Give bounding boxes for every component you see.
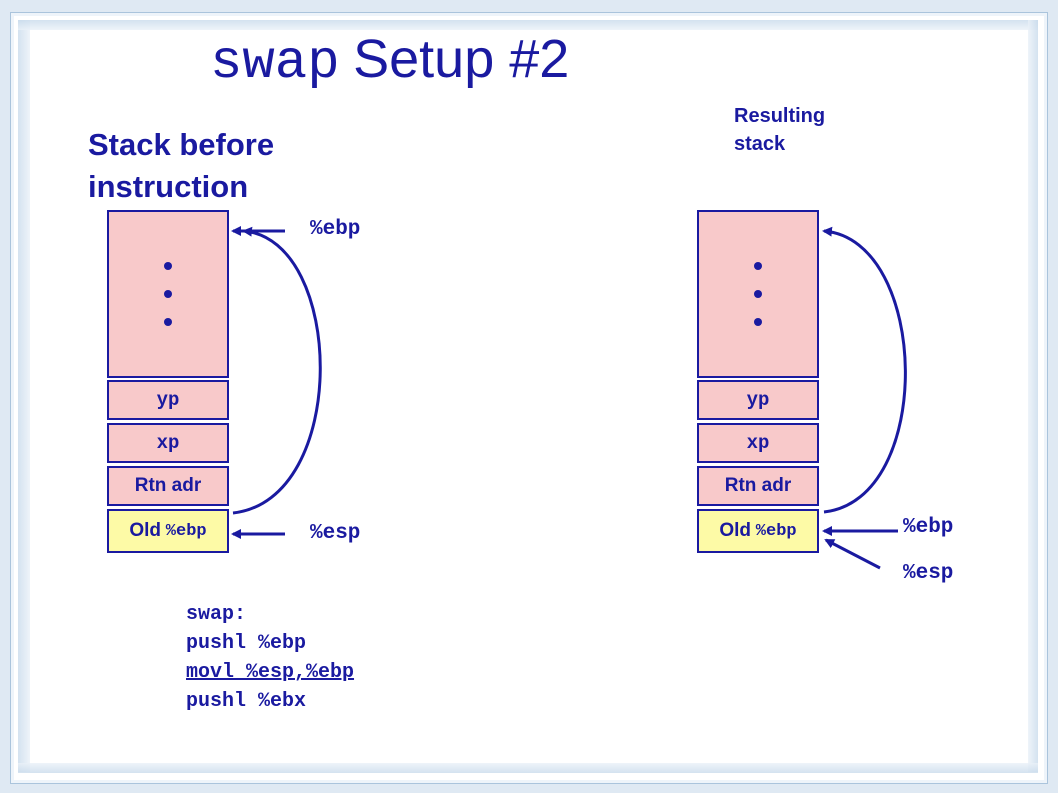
frame-edge-bottom [18,763,1038,773]
left-old-reg: %ebp [165,521,207,541]
right-stack-frame-cell [697,210,819,378]
left-cell-xp: xp [107,423,229,463]
left-cell-yp: yp [107,380,229,420]
left-old-prefix: Old [129,520,162,541]
left-esp-label: %esp [310,522,361,545]
ellipsis-dots [164,262,172,326]
left-ebp-label: %ebp [310,218,361,241]
code-line: pushl %ebx [186,690,307,713]
right-ebp-label: %ebp [903,516,954,539]
right-saved-ebp-curve [822,226,907,514]
left-stack: yp xp Rtn adr Old %ebp [107,210,229,553]
right-esp-arrow [824,538,881,570]
left-saved-ebp-curve [232,226,322,515]
right-heading: Resulting stack [734,105,826,155]
frame-edge-top [18,20,1038,30]
right-cell-yp: yp [697,380,819,420]
right-old-reg: %ebp [755,521,797,541]
right-cell-xp: xp [697,423,819,463]
title-text: Setup #2 [353,29,570,89]
right-old-prefix: Old [719,520,752,541]
code-line: pushl %ebp [186,632,307,655]
code-label: swap: [186,603,247,626]
left-heading: Stack before instruction [88,127,275,204]
right-cell-rtn-adr: Rtn adr [697,466,819,506]
right-cell-old-ebp: Old %ebp [697,509,819,553]
frame-edge-left [18,20,30,772]
left-cell-rtn-adr: Rtn adr [107,466,229,506]
code-line-highlighted: movl %esp,%ebp [186,661,355,684]
right-stack: yp xp Rtn adr Old %ebp [697,210,819,553]
title-code: swap [210,33,340,94]
right-esp-label: %esp [903,562,954,585]
slide-title: swap Setup #2 [210,28,569,94]
left-stack-frame-cell [107,210,229,378]
left-cell-old-ebp: Old %ebp [107,509,229,553]
frame-edge-right [1028,20,1038,772]
code-block: swap: pushl %ebp movl %esp,%ebp pushl %e… [186,600,354,716]
ellipsis-dots [754,262,762,326]
